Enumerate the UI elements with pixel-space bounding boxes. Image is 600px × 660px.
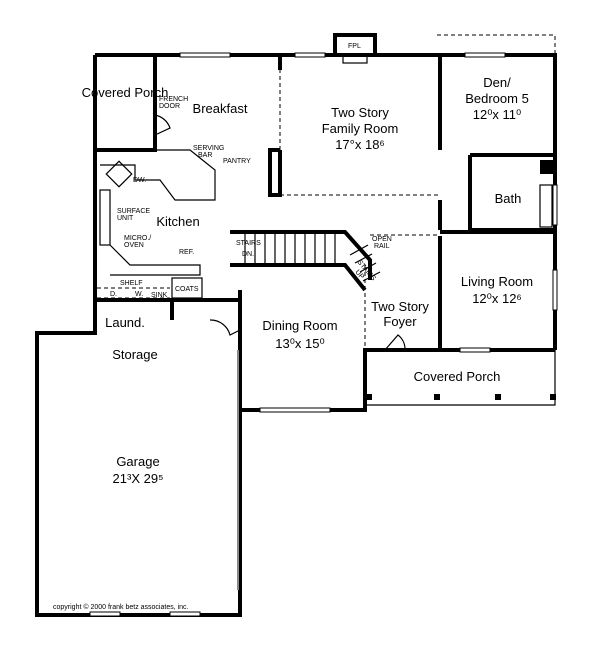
- coat-closet: [171, 277, 203, 299]
- front-porch-outline: [364, 350, 556, 406]
- note-d: D.: [110, 291, 117, 298]
- room-label-breakfast: Breakfast: [193, 101, 248, 116]
- stair-treads: [244, 232, 381, 282]
- room-label-kitchen: Kitchen: [156, 214, 199, 229]
- fireplace: [333, 33, 377, 55]
- note-pantry: PANTRY: [223, 158, 251, 165]
- room-dims-living-room: 12⁰x 12⁶: [472, 291, 522, 306]
- room-label-den-1: Den/: [483, 75, 511, 90]
- room-label-dining-room: Dining Room: [262, 318, 337, 333]
- porch-posts: [366, 394, 556, 400]
- note-ref: REF.: [179, 249, 194, 256]
- laundry-walls: [170, 300, 242, 320]
- surface-unit: [99, 189, 111, 246]
- room-label-foyer-2: Foyer: [383, 314, 417, 329]
- serving-bar: [100, 149, 216, 201]
- note-french-door-2: DOOR: [159, 103, 180, 110]
- room-dims-garage: 21³X 29⁵: [113, 471, 164, 486]
- note-micro-oven-2: OVEN: [124, 242, 144, 249]
- note-open-rail-2: RAIL: [374, 243, 390, 250]
- foyer-dashed-edge: [364, 234, 441, 350]
- garage-entry-door: [209, 319, 241, 336]
- room-dims-dining-room: 13⁰x 15⁰: [275, 336, 324, 351]
- lower-counter: [109, 244, 201, 276]
- note-fpl: FPL: [348, 43, 361, 50]
- note-surface-unit-2: UNIT: [117, 215, 134, 222]
- room-label-foyer-1: Two Story: [371, 299, 429, 314]
- room-label-garage: Garage: [116, 454, 159, 469]
- note-sink: SINK: [151, 292, 168, 299]
- note-serving-bar-1: SERVING: [193, 145, 224, 152]
- note-dw: DW.: [133, 177, 146, 184]
- room-label-living-room: Living Room: [461, 274, 533, 289]
- note-coats: COATS: [175, 286, 199, 293]
- front-door: [384, 334, 406, 351]
- note-micro-oven-1: MICRO./: [124, 235, 151, 242]
- copyright: copyright © 2000 frank betz associates, …: [53, 603, 189, 611]
- note-shelf: SHELF: [120, 280, 143, 287]
- room-label-den-2: Bedroom 5: [465, 91, 529, 106]
- note-w: W.: [135, 291, 143, 298]
- room-label-storage: Storage: [112, 347, 158, 362]
- note-stairs-down-2: DN.: [242, 251, 254, 258]
- note-open-rail-1: OPEN: [372, 236, 392, 243]
- laundry-shelf: [97, 287, 170, 299]
- room-label-covered-porch-rear: Covered Porch: [82, 85, 169, 100]
- note-stairs-up-2: UP: [353, 269, 365, 281]
- windows: [89, 52, 558, 617]
- note-surface-unit-1: SURFACE: [117, 208, 150, 215]
- garage-walls: [35, 300, 242, 617]
- room-dims-den: 12⁰x 11⁰: [473, 107, 522, 122]
- french-door: [154, 114, 171, 136]
- room-label-laundry: Laund.: [105, 315, 145, 330]
- bathtub: [539, 184, 553, 228]
- note-serving-bar-2: BAR: [198, 152, 212, 159]
- note-stairs-down-1: STAIRS: [236, 240, 261, 247]
- exterior-wall-top-right: [95, 53, 557, 350]
- note-french-door-1: FRENCH: [159, 96, 188, 103]
- bath-walls: [440, 153, 555, 234]
- room-label-family-room-1: Two Story: [331, 105, 389, 120]
- pantry-walls: [268, 55, 282, 197]
- room-label-covered-porch-front: Covered Porch: [414, 369, 501, 384]
- bath-vent: [540, 160, 555, 174]
- room-label-family-room-2: Family Room: [322, 121, 399, 136]
- porch-wall: [95, 55, 157, 152]
- room-label-bath: Bath: [495, 191, 522, 206]
- stair-walls: [230, 230, 372, 292]
- den-vaulted-outline: [437, 34, 556, 55]
- kitchen-sink: [105, 160, 133, 188]
- room-dims-family-room: 17°x 18⁶: [335, 137, 385, 152]
